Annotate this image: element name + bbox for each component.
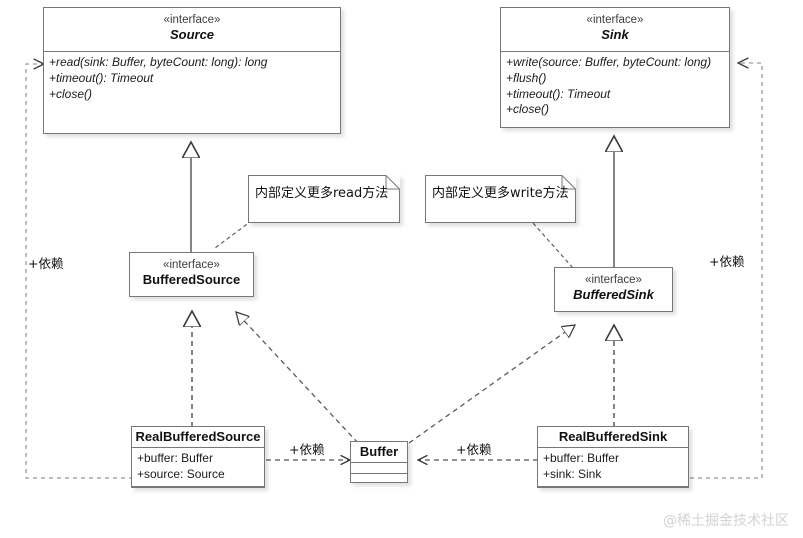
class-name-bufferedsink: BufferedSink <box>573 287 654 303</box>
class-name-sink: Sink <box>601 27 629 43</box>
class-compartment-empty <box>132 485 264 499</box>
class-box-buffer[interactable]: Buffer <box>350 441 408 483</box>
member: +flush() <box>506 70 547 85</box>
edge-buffer-realizes-bufferedsource <box>236 312 359 444</box>
member: +read(sink: Buffer, byteCount: long): lo… <box>49 55 268 69</box>
note-write-text: 内部定义更多write方法 <box>432 186 569 201</box>
member: +close() <box>506 102 550 117</box>
member: +close() <box>49 86 93 101</box>
edge-label-dependency-buffer-left: +依赖 <box>289 442 325 457</box>
note-read-methods[interactable]: 内部定义更多read方法 <box>248 175 400 223</box>
class-box-sink[interactable]: «interface» Sink +write(source: Buffer, … <box>500 7 730 128</box>
member: +buffer: Buffer <box>137 451 213 465</box>
note-shape <box>248 175 400 223</box>
edge-label-dependency-buffer-right: +依赖 <box>456 442 492 457</box>
member: +timeout(): Timeout <box>506 86 611 101</box>
class-members-realbufferedsource: +buffer: Buffer +source: Source <box>132 448 264 486</box>
class-header-buffer: Buffer <box>351 442 407 463</box>
class-compartment-empty <box>351 473 407 483</box>
class-box-bufferedsink[interactable]: «interface» BufferedSink <box>554 267 673 312</box>
note-read-text: 内部定义更多read方法 <box>255 186 389 201</box>
class-members-realbufferedsink: +buffer: Buffer +sink: Sink <box>538 448 688 486</box>
class-box-realbufferedsource[interactable]: RealBufferedSource +buffer: Buffer +sour… <box>131 426 265 488</box>
note-shape <box>425 175 576 223</box>
class-name-realbufferedsink: RealBufferedSink <box>558 429 668 444</box>
class-header-bufferedsource: «interface» BufferedSource <box>130 253 253 296</box>
stereotype-sink: «interface» <box>586 14 644 26</box>
watermark: @稀土掘金技术社区 <box>663 513 789 529</box>
member: +sink: Sink <box>543 466 602 481</box>
edge-label-dependency-left: +依赖 <box>28 256 64 271</box>
class-name-buffer: Buffer <box>359 444 399 459</box>
stereotype-bufferedsource: «interface» <box>163 259 220 271</box>
stereotype-source: «interface» <box>163 14 221 26</box>
class-box-source[interactable]: «interface» Source +read(sink: Buffer, b… <box>43 7 341 134</box>
class-name-realbufferedsource: RealBufferedSource <box>135 429 261 444</box>
member: +source: Source <box>137 466 225 481</box>
class-name-source: Source <box>169 27 215 43</box>
member: +write(source: Buffer, byteCount: long) <box>506 55 712 69</box>
edge-label-dependency-right: +依赖 <box>709 254 745 269</box>
class-members-sink: +write(source: Buffer, byteCount: long) … <box>501 52 729 121</box>
class-box-realbufferedsink[interactable]: RealBufferedSink +buffer: Buffer +sink: … <box>537 426 689 488</box>
note-write-methods[interactable]: 内部定义更多write方法 <box>425 175 576 223</box>
stereotype-bufferedsink: «interface» <box>585 274 642 286</box>
class-header-bufferedsink: «interface» BufferedSink <box>555 268 672 311</box>
member: +buffer: Buffer <box>543 451 619 465</box>
class-header-realbufferedsource: RealBufferedSource <box>132 427 264 448</box>
class-name-bufferedsource: BufferedSource <box>142 272 241 288</box>
class-compartment-empty <box>538 485 688 499</box>
member: +timeout(): Timeout <box>49 70 154 85</box>
class-box-bufferedsource[interactable]: «interface» BufferedSource <box>129 252 254 297</box>
class-compartment-empty <box>351 463 407 473</box>
class-header-sink: «interface» Sink <box>501 8 729 52</box>
note-anchor-write <box>532 222 574 269</box>
class-header-realbufferedsink: RealBufferedSink <box>538 427 688 448</box>
class-header-source: «interface» Source <box>44 8 340 52</box>
class-members-source: +read(sink: Buffer, byteCount: long): lo… <box>44 52 340 105</box>
